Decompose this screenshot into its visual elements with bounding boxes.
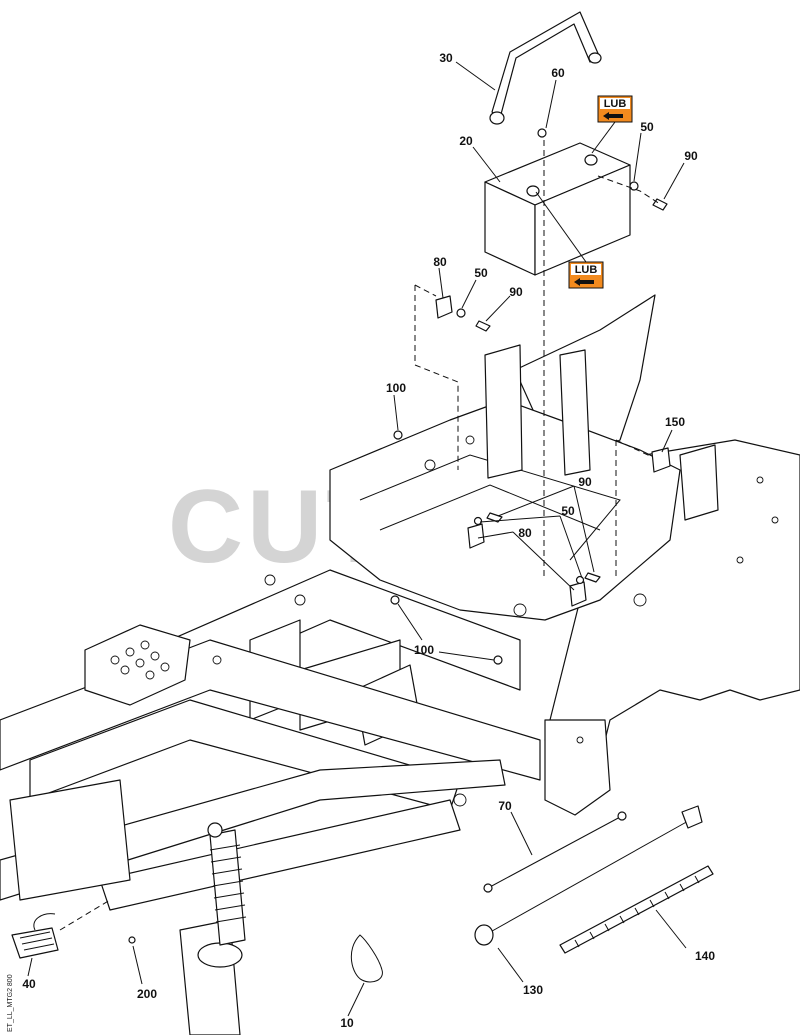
- callout-10: 10: [340, 1016, 354, 1030]
- callout-70: 70: [498, 799, 512, 813]
- connector-40[interactable]: [11, 913, 59, 959]
- callout-40: 40: [22, 977, 36, 991]
- washer-50-mid-right[interactable]: [575, 575, 585, 585]
- cable-tie-10[interactable]: [350, 934, 383, 983]
- cable-130[interactable]: [474, 805, 703, 946]
- callout-90-top: 90: [684, 149, 698, 163]
- bracket-80-upper[interactable]: [435, 295, 453, 319]
- nut-100-lower[interactable]: [493, 655, 503, 665]
- callout-200: 200: [137, 987, 157, 1001]
- lub-badge-lower: LUB: [568, 261, 604, 289]
- callout-100-upper: 100: [386, 381, 406, 395]
- callout-30: 30: [439, 51, 453, 65]
- nut-60[interactable]: [537, 128, 547, 138]
- bolt-90-mid-right[interactable]: [584, 572, 601, 583]
- callout-60: 60: [551, 66, 565, 80]
- clip-200[interactable]: [128, 936, 136, 944]
- leader-lines: [27, 61, 687, 1017]
- callout-130: 130: [523, 983, 543, 997]
- callout-50-top: 50: [640, 120, 654, 134]
- frame-holes: [212, 435, 779, 807]
- cable-70[interactable]: [483, 811, 627, 893]
- callout-50-upper: 50: [474, 266, 488, 280]
- battery-hold-down-strap[interactable]: [489, 11, 602, 125]
- nut-100-upper[interactable]: [393, 430, 403, 440]
- svg-text:LUB: LUB: [604, 98, 627, 110]
- shock-absorber: [207, 822, 247, 946]
- callout-labels: 30 60 20 50 90 80 50 90 100 150 90 50 80…: [22, 51, 715, 1030]
- callout-80-mid: 80: [518, 526, 532, 540]
- callout-80-upper: 80: [433, 255, 447, 269]
- lub-badge-upper: LUB: [597, 95, 633, 123]
- footrest-holes: [110, 640, 170, 680]
- drawing-code: ET_LL_MTG2 800: [7, 974, 14, 1032]
- svg-text:LUB: LUB: [575, 264, 598, 276]
- vehicle-frame: [0, 294, 800, 1035]
- washer-50-top[interactable]: [629, 181, 639, 191]
- washer-50-mid-left[interactable]: [473, 516, 483, 526]
- callout-150: 150: [665, 415, 685, 429]
- washer-50-upper[interactable]: [456, 308, 466, 318]
- callout-100-lower: 100: [414, 643, 434, 657]
- callout-90-upper: 90: [509, 285, 523, 299]
- bolt-90-upper[interactable]: [475, 320, 491, 332]
- callout-50-mid: 50: [561, 504, 575, 518]
- bracket-80-mid-left[interactable]: [467, 523, 485, 549]
- nut-100-mid[interactable]: [390, 595, 400, 605]
- alignment-lines: [59, 140, 661, 931]
- callout-140: 140: [695, 949, 715, 963]
- callout-90-mid: 90: [578, 475, 592, 489]
- callout-20: 20: [459, 134, 473, 148]
- threaded-rod-140[interactable]: [559, 865, 714, 954]
- battery[interactable]: [484, 142, 631, 276]
